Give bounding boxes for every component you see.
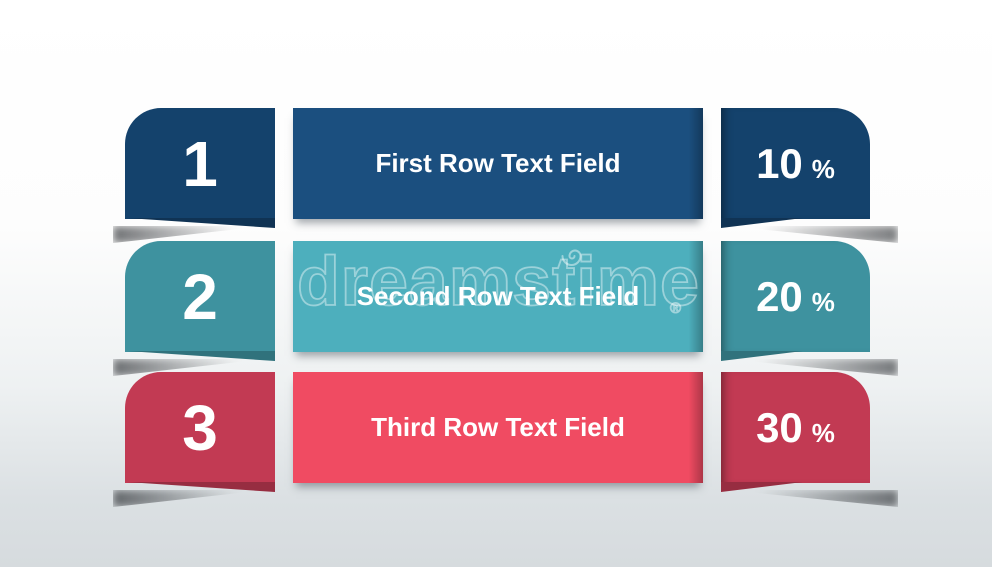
percent-sign: % — [811, 286, 835, 317]
table-row: 3 Third Row Text Field 30 % — [125, 372, 870, 483]
row-label: First Row Text Field — [375, 148, 621, 178]
percent-group: 20 % — [756, 272, 835, 320]
row-label-cell: Third Row Text Field — [293, 372, 703, 483]
row-number-cell: 2 — [125, 241, 275, 352]
row-number-cell: 3 — [125, 372, 275, 483]
row-number: 2 — [182, 260, 218, 333]
row-label-cell: First Row Text Field — [293, 108, 703, 219]
row-label: Third Row Text Field — [371, 412, 625, 442]
row-number-cell: 1 — [125, 108, 275, 219]
row-number: 3 — [182, 391, 218, 464]
row-label: Second Row Text Field — [356, 281, 640, 311]
row-number: 1 — [182, 127, 218, 200]
percent-sign: % — [811, 417, 835, 448]
row-percent-cell: 10 % — [721, 108, 870, 219]
percent-value: 20 — [756, 272, 803, 320]
row-percent-cell: 30 % — [721, 372, 870, 483]
table-row: 1 First Row Text Field 10 % — [125, 108, 870, 219]
percent-value: 30 — [756, 403, 803, 451]
percent-group: 10 % — [756, 139, 835, 187]
percent-sign: % — [811, 153, 835, 184]
row-percent-cell: 20 % — [721, 241, 870, 352]
percent-group: 30 % — [756, 403, 835, 451]
percent-value: 10 — [756, 139, 803, 187]
table-row: 2 Second Row Text Field 20 % — [125, 241, 870, 352]
row-label-cell: Second Row Text Field — [293, 241, 703, 352]
